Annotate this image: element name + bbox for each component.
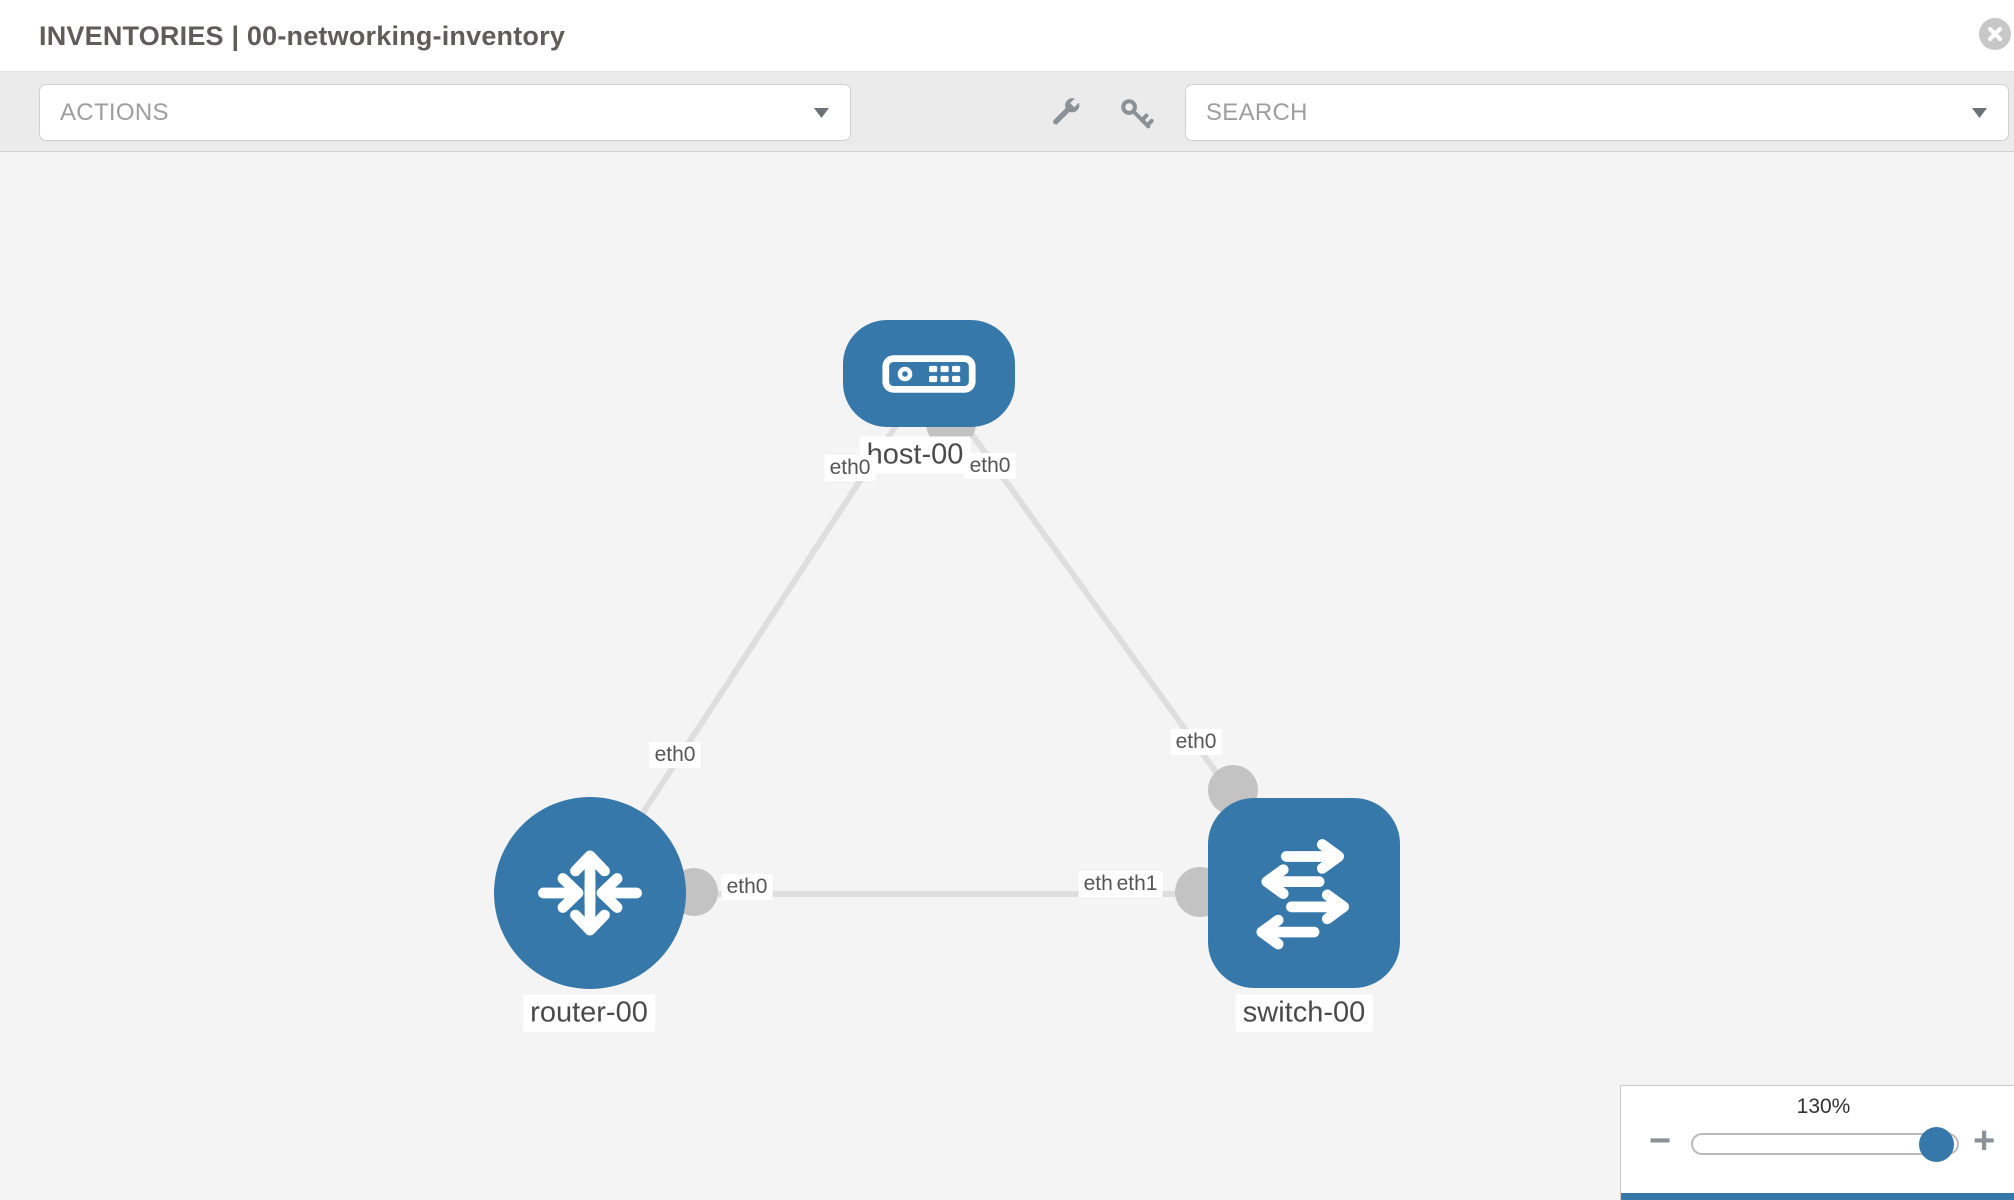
if-label-switch-eth1: eth1 — [1111, 871, 1163, 897]
if-label-router-eth0: eth0 — [721, 874, 773, 900]
node-switch-00[interactable] — [1208, 798, 1400, 988]
if-label-host-left: eth0 — [824, 455, 876, 481]
zoom-slider[interactable] — [1691, 1127, 1959, 1162]
zoom-panel-bottom-bar — [1621, 1193, 2014, 1200]
node-label-switch-00: switch-00 — [1235, 994, 1373, 1032]
node-host-00[interactable] — [843, 320, 1015, 427]
if-label-host-switch-mid: eth0 — [1170, 729, 1222, 755]
toolbar: ACTIONS SEARCH — [0, 72, 2014, 152]
host-icon — [882, 354, 976, 393]
chevron-down-icon — [1972, 107, 1987, 118]
page-title: INVENTORIES | 00-networking-inventory — [39, 21, 566, 51]
router-icon — [538, 850, 642, 936]
zoom-out-button[interactable]: − — [1649, 1120, 1672, 1162]
topology-edges — [587, 373, 1307, 917]
header-bar: INVENTORIES | 00-networking-inventory — [0, 0, 2014, 72]
key-icon[interactable] — [1118, 96, 1154, 132]
switch-icon — [1256, 839, 1350, 950]
zoom-value: 130% — [1796, 1095, 1851, 1118]
topology-canvas[interactable]: host-00 router-00 switch-00 eth0 eth0 et… — [0, 153, 2014, 1200]
search-dropdown-label: SEARCH — [1206, 98, 1308, 126]
if-label-host-router-mid: eth0 — [649, 742, 701, 768]
actions-dropdown-label: ACTIONS — [60, 98, 169, 126]
node-router-00[interactable] — [494, 797, 686, 989]
actions-dropdown[interactable]: ACTIONS — [39, 84, 851, 141]
chevron-down-icon — [814, 107, 829, 118]
close-button[interactable] — [1979, 18, 2011, 50]
search-dropdown[interactable]: SEARCH — [1185, 84, 2009, 141]
if-label-host-right: eth0 — [964, 453, 1016, 479]
node-label-host-00: host-00 — [859, 436, 971, 474]
node-label-router-00: router-00 — [523, 994, 655, 1032]
zoom-in-button[interactable]: + — [1973, 1120, 1996, 1162]
close-icon — [1987, 26, 2003, 42]
wrench-icon[interactable] — [1047, 96, 1083, 132]
zoom-slider-thumb[interactable] — [1919, 1127, 1954, 1162]
zoom-panel: 130% − + — [1620, 1085, 2014, 1200]
